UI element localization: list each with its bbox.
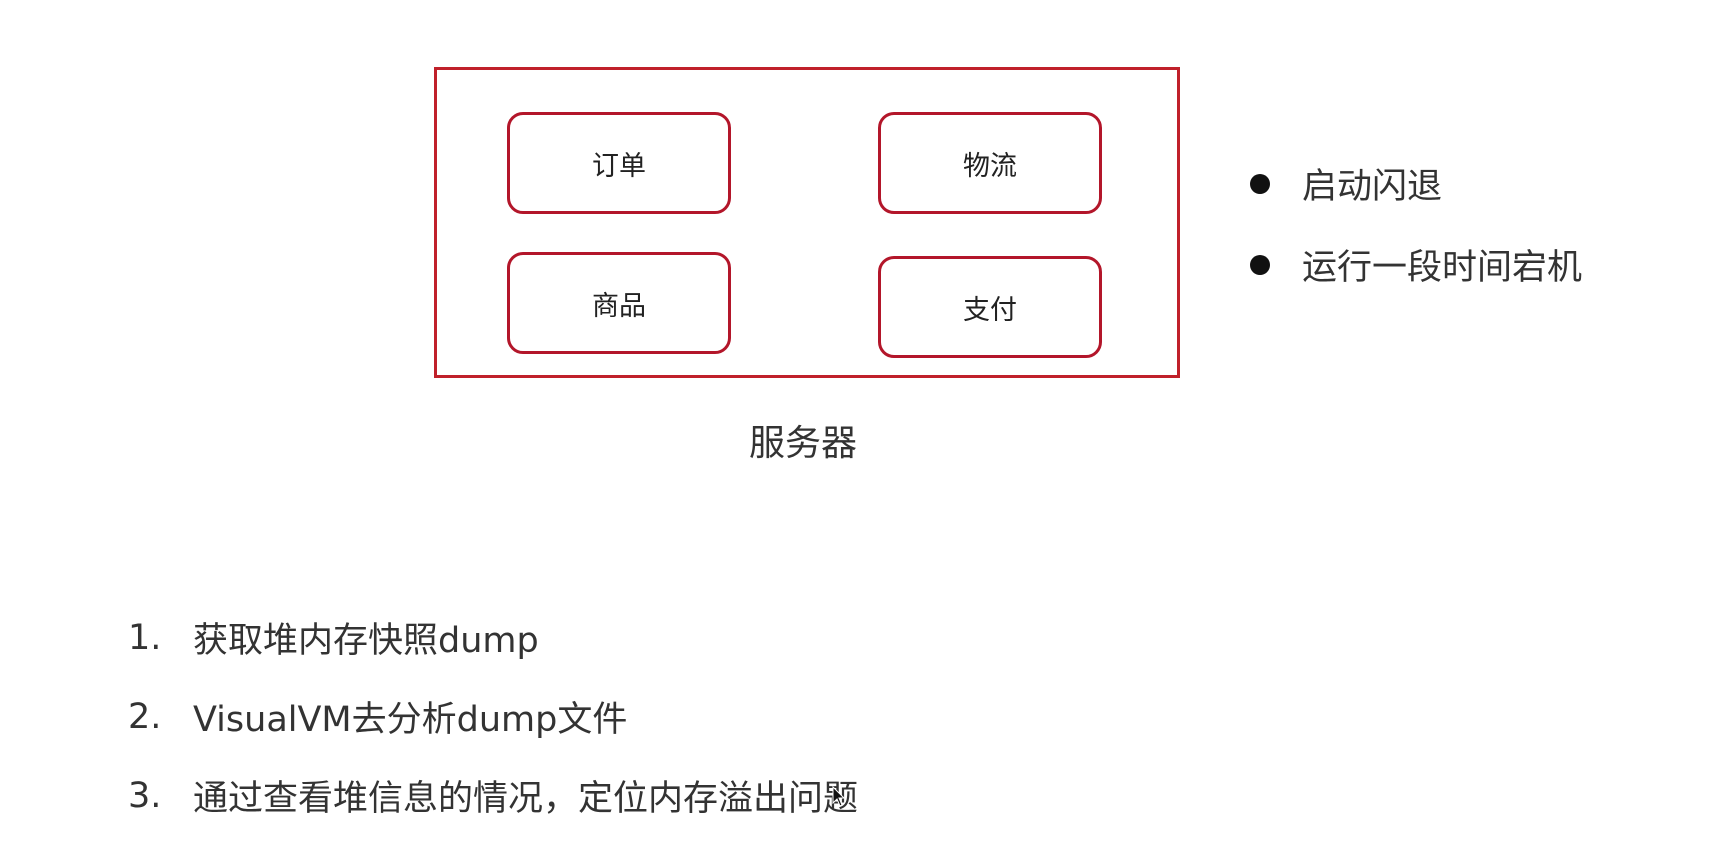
symptom-text: 启动闪退 (1302, 167, 1443, 207)
service-payment: 支付 (878, 256, 1102, 358)
step-item: 1. 获取堆内存快照dump (128, 612, 539, 663)
step-item: 3. 通过查看堆信息的情况，定位内存溢出问题 (128, 770, 858, 821)
service-logistics: 物流 (878, 112, 1102, 214)
symptom-item: 运行一段时间宕机 (1250, 239, 1582, 290)
bullet-icon (1250, 254, 1270, 275)
service-product: 商品 (507, 252, 731, 354)
service-order: 订单 (507, 112, 731, 214)
step-number: 3. (128, 775, 162, 816)
step-text: 获取堆内存快照dump (193, 621, 539, 661)
step-item: 2. VisualVM去分析dump文件 (128, 691, 627, 742)
symptom-item: 启动闪退 (1250, 158, 1442, 209)
symptom-text: 运行一段时间宕机 (1302, 248, 1583, 288)
mouse-cursor-icon (832, 786, 846, 807)
server-box (434, 67, 1180, 378)
step-text: VisualVM去分析dump文件 (193, 700, 628, 740)
step-number: 2. (128, 696, 162, 737)
server-caption: 服务器 (748, 423, 857, 464)
bullet-icon (1250, 173, 1270, 194)
step-text: 通过查看堆信息的情况，定位内存溢出问题 (193, 779, 859, 819)
step-number: 1. (128, 617, 162, 658)
